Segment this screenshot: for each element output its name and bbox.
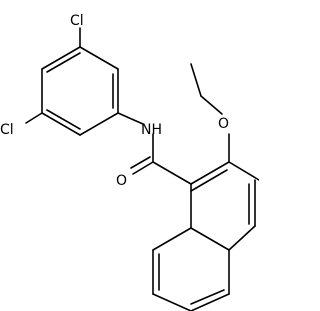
bond	[190, 63, 202, 97]
atom-label-cl-left: Cl	[0, 122, 14, 138]
bond	[152, 227, 192, 251]
bond	[79, 112, 119, 136]
bond	[132, 161, 154, 175]
atom-label-cl-top: Cl	[70, 13, 84, 29]
bond	[117, 112, 144, 125]
bond	[190, 161, 230, 185]
bond	[41, 46, 81, 70]
naphthalene-ring-b	[152, 227, 230, 311]
bond	[152, 293, 192, 311]
bond	[130, 156, 151, 169]
bond	[190, 227, 230, 251]
naphthalene-ring-a	[190, 161, 259, 251]
bond	[190, 169, 228, 192]
atom-label-carbonyl-o: O	[116, 173, 127, 189]
bond	[46, 52, 81, 73]
dichlorophenyl-ring	[41, 46, 119, 136]
bond	[41, 112, 81, 136]
structure-canvas: Cl Cl NH O O	[0, 13, 259, 311]
bond	[228, 161, 259, 181]
bond	[152, 161, 192, 185]
bond	[46, 109, 81, 130]
molecule-structure: Cl Cl NH O O	[0, 13, 259, 311]
bond	[228, 225, 256, 251]
atom-label-nh: NH	[141, 122, 162, 138]
atom-label-ether-o: O	[218, 116, 229, 132]
bond	[25, 112, 43, 124]
bond	[79, 46, 119, 70]
bond	[200, 95, 223, 115]
bond	[190, 293, 230, 311]
bond	[190, 289, 225, 305]
